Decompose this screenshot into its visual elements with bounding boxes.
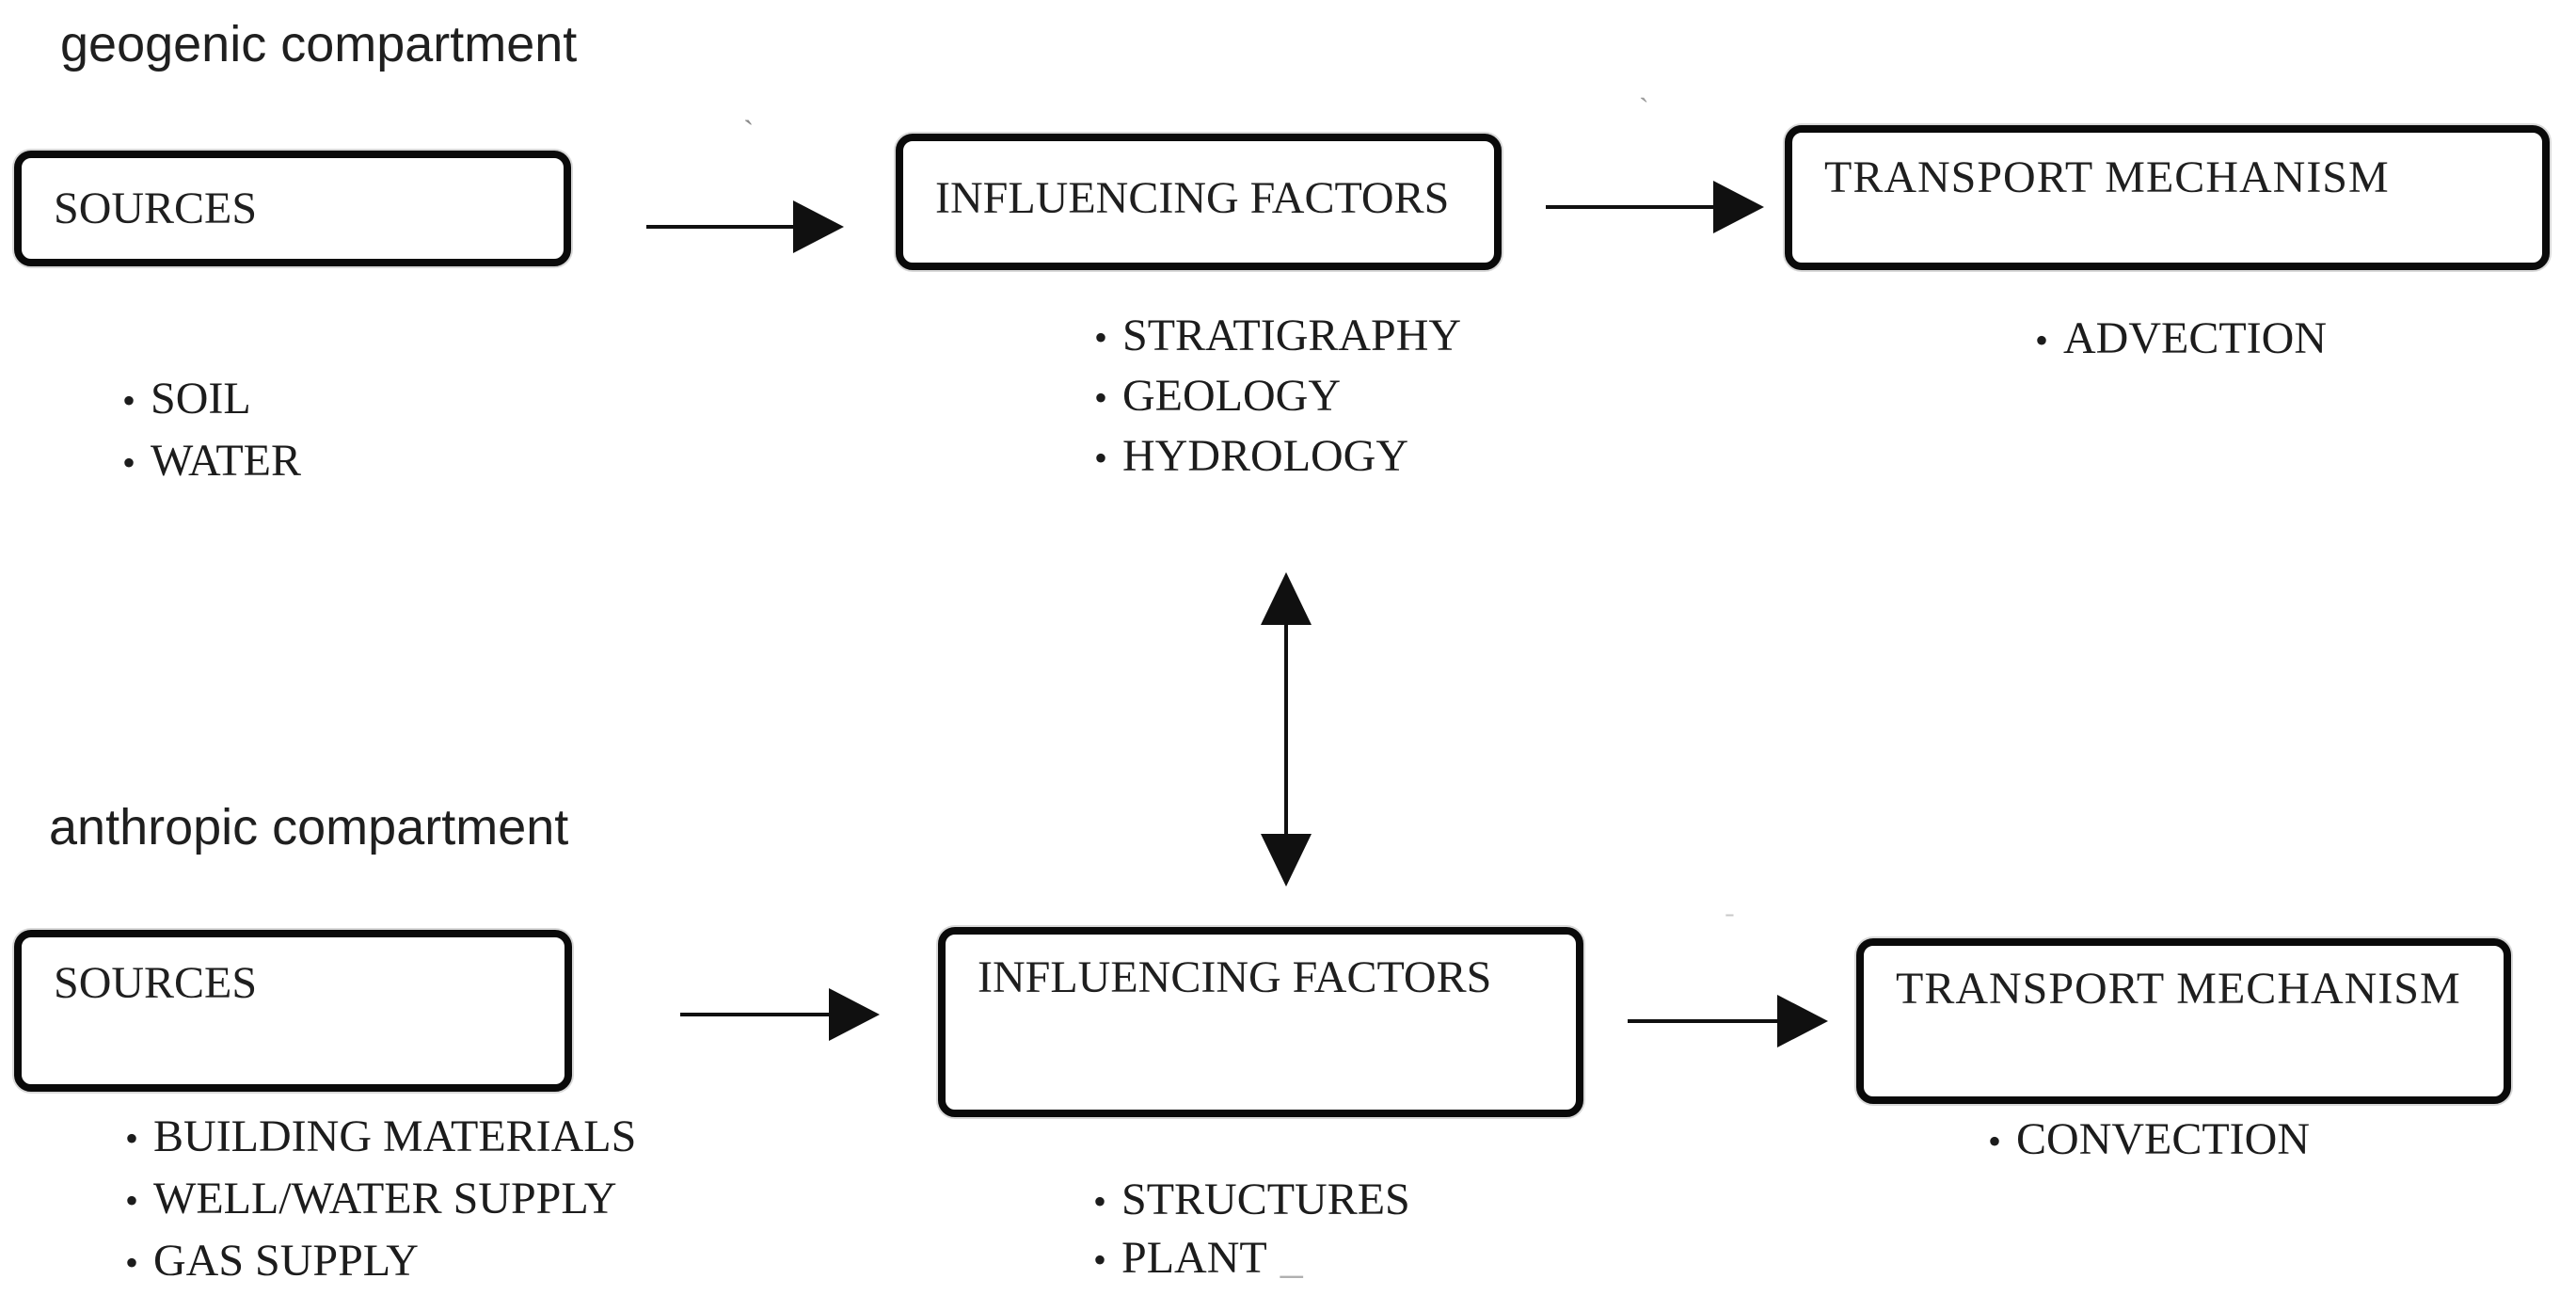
list-item-label: WELL/WATER SUPPLY [153, 1174, 617, 1223]
arrow-head [1713, 181, 1764, 233]
stray-mark: ˉ [1722, 909, 1738, 940]
list-item: • CONVECTION [1988, 1111, 2310, 1171]
geogenic-sources-list: • SOIL • WATER [122, 369, 301, 493]
list-item-label: STRATIGRAPHY [1122, 311, 1462, 360]
arrow-vertical-double-icon [1261, 572, 1312, 887]
list-item: • HYDROLOGY [1094, 427, 1461, 488]
list-item: • WELL/WATER SUPPLY [125, 1169, 636, 1231]
list-item-label: WATER [151, 436, 301, 486]
arrow-shaft [1284, 625, 1288, 834]
list-item-label: GAS SUPPLY [153, 1236, 419, 1286]
geogenic-sources-title: SOURCES [54, 184, 258, 233]
geogenic-transport-title: TRANSPORT MECHANISM [1824, 152, 2390, 202]
list-item-label: SOIL [151, 374, 251, 424]
geogenic-compartment-label: geogenic compartment [60, 16, 578, 72]
list-item-label: HYDROLOGY [1122, 431, 1408, 481]
bullet-icon: • [1093, 1239, 1107, 1281]
arrow-right-icon [1628, 995, 1828, 1047]
anthropic-transport-title: TRANSPORT MECHANISM [1896, 963, 2461, 1014]
arrow-shaft [680, 1013, 829, 1016]
arrow-head [793, 200, 844, 253]
bullet-icon: • [1988, 1120, 2002, 1162]
bullet-icon: • [1093, 1180, 1107, 1223]
arrow-shaft [1546, 205, 1713, 209]
anthropic-transport-list: • CONVECTION [1988, 1111, 2310, 1171]
bullet-icon: • [122, 441, 136, 484]
geogenic-factors-title: INFLUENCING FACTORS [935, 173, 1450, 223]
anthropic-transport-box: TRANSPORT MECHANISM [1856, 938, 2511, 1104]
list-item: • STRATIGRAPHY [1094, 307, 1461, 367]
list-item: • PLANT _ [1093, 1230, 1410, 1288]
anthropic-factors-title: INFLUENCING FACTORS [978, 951, 1492, 1002]
list-item: • WATER [122, 431, 301, 493]
list-item: • GEOLOGY [1094, 367, 1461, 427]
bullet-icon: • [122, 379, 136, 422]
geogenic-transport-box: TRANSPORT MECHANISM [1785, 125, 2550, 270]
geogenic-sources-box: SOURCES [14, 151, 571, 266]
geogenic-factors-box: INFLUENCING FACTORS [896, 134, 1502, 270]
list-item-label: PLANT [1121, 1233, 1267, 1283]
list-item-label: BUILDING MATERIALS [153, 1111, 637, 1161]
arrow-right-icon [1546, 181, 1764, 233]
geogenic-transport-list: • ADVECTION [2035, 310, 2327, 370]
list-item: • GAS SUPPLY [125, 1231, 636, 1293]
list-item: • SOIL [122, 369, 301, 431]
geogenic-factors-list: • STRATIGRAPHY • GEOLOGY • HYDROLOGY [1094, 307, 1461, 488]
list-item: • ADVECTION [2035, 310, 2327, 370]
bullet-icon: • [1094, 316, 1108, 359]
anthropic-sources-list: • BUILDING MATERIALS • WELL/WATER SUPPLY… [125, 1107, 636, 1293]
faint-underscore-mark: _ [1280, 1233, 1303, 1283]
list-item-label: STRUCTURES [1121, 1175, 1410, 1224]
arrow-right-icon [646, 200, 844, 253]
arrow-head-down [1261, 834, 1312, 887]
arrow-head [829, 988, 880, 1041]
arrow-shaft [646, 225, 793, 229]
anthropic-compartment-label: anthropic compartment [49, 799, 569, 855]
anthropic-sources-title: SOURCES [54, 957, 258, 1008]
bullet-icon: • [1094, 437, 1108, 479]
stray-mark: ˋ [743, 113, 755, 151]
bullet-icon: • [2035, 319, 2049, 361]
stray-mark: ˋ [1639, 90, 1649, 126]
bullet-icon: • [1094, 376, 1108, 419]
arrow-head [1777, 995, 1828, 1047]
bullet-icon: • [125, 1179, 139, 1222]
list-item: • STRUCTURES [1093, 1172, 1410, 1230]
list-item-label: ADVECTION [2063, 313, 2327, 363]
list-item-label: GEOLOGY [1122, 371, 1341, 421]
anthropic-sources-box: SOURCES [14, 930, 572, 1092]
arrow-shaft [1628, 1019, 1777, 1023]
anthropic-factors-box: INFLUENCING FACTORS [938, 927, 1583, 1117]
bullet-icon: • [125, 1117, 139, 1159]
list-item: • BUILDING MATERIALS [125, 1107, 636, 1169]
arrow-head-up [1261, 572, 1312, 625]
bullet-icon: • [125, 1241, 139, 1284]
arrow-right-icon [680, 988, 880, 1041]
list-item-label: CONVECTION [2016, 1114, 2310, 1164]
anthropic-factors-list: • STRUCTURES • PLANT _ [1093, 1172, 1410, 1288]
